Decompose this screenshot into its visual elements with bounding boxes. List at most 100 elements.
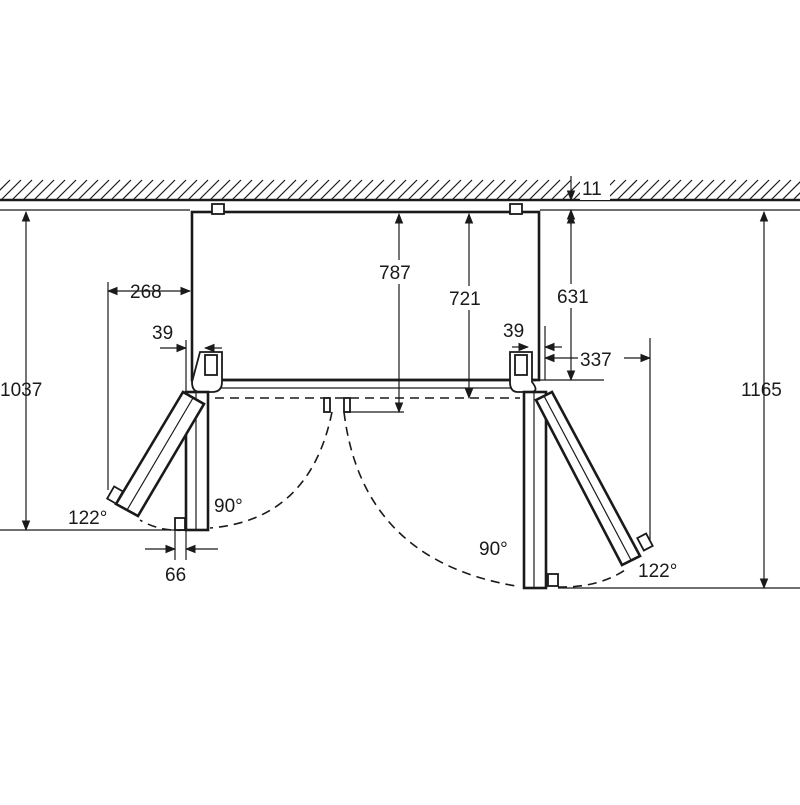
hatch-stroke xyxy=(253,179,275,201)
hatch-stroke xyxy=(429,179,451,201)
hatch-stroke xyxy=(132,179,154,201)
hatch-stroke xyxy=(737,179,759,201)
hatch-stroke xyxy=(770,179,792,201)
hatch-stroke xyxy=(66,179,88,201)
right-door-90 xyxy=(522,390,559,590)
left-door-90-handle xyxy=(174,517,186,531)
hatch-stroke xyxy=(0,179,11,191)
hatch-stroke xyxy=(550,179,572,201)
label-631: 631 xyxy=(557,287,589,308)
hatch-stroke xyxy=(781,181,800,201)
hatch-stroke xyxy=(352,179,374,201)
left-door-122-handle xyxy=(105,485,125,505)
hatch-stroke xyxy=(330,179,352,201)
hatch-stroke xyxy=(506,179,528,201)
hatch-stroke xyxy=(484,179,506,201)
label-11: 11 xyxy=(582,179,602,200)
label-1037: 1037 xyxy=(0,380,42,401)
hatch-stroke xyxy=(99,179,121,201)
label-66: 66 xyxy=(165,565,186,586)
hatch-stroke xyxy=(495,179,517,201)
hatch-stroke xyxy=(55,179,77,201)
spacer-right xyxy=(509,203,523,215)
hatch-stroke xyxy=(451,179,473,201)
label-39-left: 39 xyxy=(152,323,173,344)
hatch-stroke xyxy=(286,179,308,201)
hatch-stroke xyxy=(319,179,341,201)
label-337: 337 xyxy=(580,350,612,371)
hatch-stroke xyxy=(33,179,55,201)
hatch-stroke xyxy=(385,179,407,201)
hatch-stroke xyxy=(473,179,495,201)
hatch-stroke xyxy=(22,179,44,201)
hatch-stroke xyxy=(759,179,781,201)
hatch-stroke xyxy=(715,179,737,201)
label-1165: 1165 xyxy=(741,380,782,401)
right-swing-arc-90 xyxy=(343,411,517,587)
label-39-right: 39 xyxy=(503,321,524,342)
hatch-stroke xyxy=(682,179,704,201)
hatch-stroke xyxy=(297,179,319,201)
hatch-stroke xyxy=(792,192,800,201)
hatch-stroke xyxy=(242,179,264,201)
hatch-stroke xyxy=(187,179,209,201)
wall xyxy=(0,179,800,211)
right-door-122 xyxy=(534,390,654,567)
hatch-stroke xyxy=(209,179,231,201)
right-door-90-handle xyxy=(547,573,559,587)
hatch-stroke xyxy=(308,179,330,201)
hatch-stroke xyxy=(649,179,671,201)
hatch-stroke xyxy=(539,179,561,201)
hatch-stroke xyxy=(264,179,286,201)
left-door-122 xyxy=(105,390,206,518)
label-angle-90-right: 90° xyxy=(479,539,508,560)
right-swing-arc-122 xyxy=(557,567,629,588)
hatch-stroke xyxy=(748,179,770,201)
right-door-90-panel xyxy=(522,390,548,590)
wall-hatching xyxy=(0,179,800,201)
hatch-stroke xyxy=(726,179,748,201)
hatch-stroke xyxy=(374,179,396,201)
hatch-stroke xyxy=(198,179,220,201)
label-angle-122-right: 122° xyxy=(638,561,677,582)
label-angle-90-left: 90° xyxy=(214,496,243,517)
hatch-stroke xyxy=(517,179,539,201)
hatch-stroke xyxy=(396,179,418,201)
hatch-stroke xyxy=(220,179,242,201)
hatch-stroke xyxy=(176,179,198,201)
hatch-stroke xyxy=(693,179,715,201)
hinge-right xyxy=(509,351,537,393)
hatch-stroke xyxy=(121,179,143,201)
hatch-stroke xyxy=(638,179,660,201)
hatch-stroke xyxy=(110,179,132,201)
hatch-stroke xyxy=(154,179,176,201)
hatch-stroke xyxy=(363,179,385,201)
hatch-stroke xyxy=(341,179,363,201)
hatch-stroke xyxy=(0,179,22,201)
hatch-stroke xyxy=(407,179,429,201)
left-swing-arc-90 xyxy=(209,411,333,529)
hatch-stroke xyxy=(671,179,693,201)
hatch-stroke xyxy=(275,179,297,201)
label-268: 268 xyxy=(130,282,162,303)
label-angle-122-left: 122° xyxy=(68,508,107,529)
hatch-stroke xyxy=(77,179,99,201)
hatch-stroke xyxy=(44,179,66,201)
label-721: 721 xyxy=(449,289,481,310)
hatch-stroke xyxy=(231,179,253,201)
spacer-left xyxy=(211,203,225,215)
label-787: 787 xyxy=(379,263,411,284)
hatch-stroke xyxy=(440,179,462,201)
hatch-stroke xyxy=(561,179,583,201)
hinge-left xyxy=(191,351,223,393)
hatch-stroke xyxy=(88,179,110,201)
handle-closed-left xyxy=(323,397,331,413)
labels: 11 268 1037 787 721 631 39 39 337 1165 6… xyxy=(0,178,782,586)
hatch-stroke xyxy=(418,179,440,201)
hatch-stroke xyxy=(165,179,187,201)
hatch-stroke xyxy=(143,179,165,201)
handle-closed-right xyxy=(343,397,351,413)
hatch-stroke xyxy=(616,179,638,201)
